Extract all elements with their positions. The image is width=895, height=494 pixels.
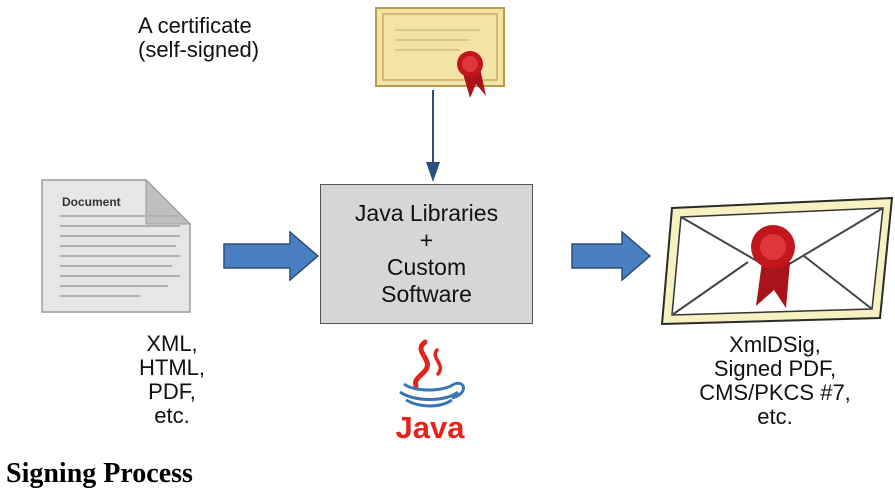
output-arrow [571, 230, 652, 282]
certificate-label: A certificate (self-signed) [138, 14, 259, 62]
output-format-cms: CMS/PKCS #7, [699, 380, 851, 405]
certificate-icon [375, 7, 505, 98]
cert-to-process-arrow [426, 90, 440, 182]
java-logo-icon: Java [396, 339, 466, 445]
diagram-caption: Signing Process [6, 458, 193, 489]
certificate-label-line2: (self-signed) [138, 37, 260, 62]
input-format-etc: etc. [154, 403, 190, 428]
certificate-label-line1: A certificate [138, 13, 252, 38]
process-line-1: Java Libraries [354, 200, 499, 226]
input-format-xml: XML, [146, 331, 198, 356]
sealed-envelope-icon [660, 196, 894, 326]
process-line-4: Software [381, 281, 472, 307]
input-arrow [223, 230, 320, 282]
java-libraries-box: Java Libraries + Custom Software [320, 184, 533, 324]
document-icon: Document [41, 178, 192, 313]
output-format-signed-pdf: Signed PDF, [713, 356, 837, 381]
input-format-pdf: PDF, [148, 379, 196, 404]
output-format-xmldsig: XmlDSig, [729, 332, 821, 357]
input-format-html: HTML, [139, 355, 205, 380]
process-line-2: + [419, 227, 434, 253]
document-title: Document [62, 195, 121, 209]
java-logo-text: Java [396, 410, 466, 445]
output-format-etc: etc. [757, 404, 793, 429]
process-line-3: Custom [386, 254, 467, 280]
output-formats-label: XmlDSig, Signed PDF, CMS/PKCS #7, etc. [655, 333, 895, 429]
input-formats-label: XML, HTML, PDF, etc. [112, 332, 232, 428]
